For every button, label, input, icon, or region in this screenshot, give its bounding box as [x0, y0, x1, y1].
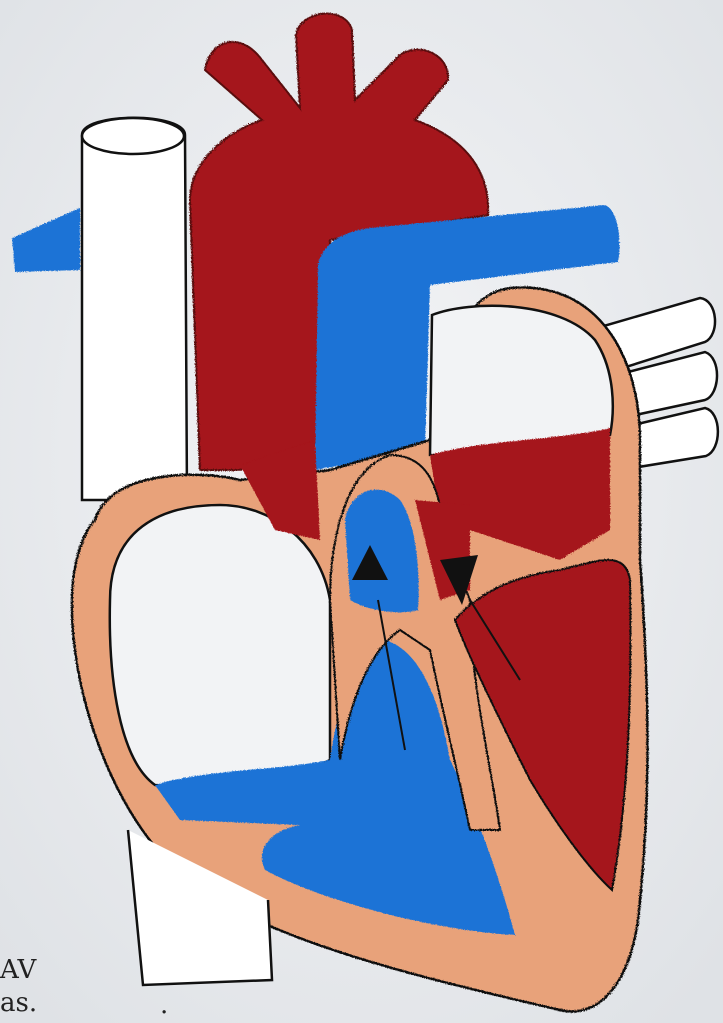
superior-vena-cava [82, 118, 187, 500]
handwritten-note-line3: . [160, 990, 168, 1020]
right-atrium [110, 505, 330, 787]
vena-cava-opening [82, 118, 184, 154]
handwritten-note-line1: AV [0, 955, 36, 985]
handwritten-note-line2: as. [0, 988, 37, 1018]
